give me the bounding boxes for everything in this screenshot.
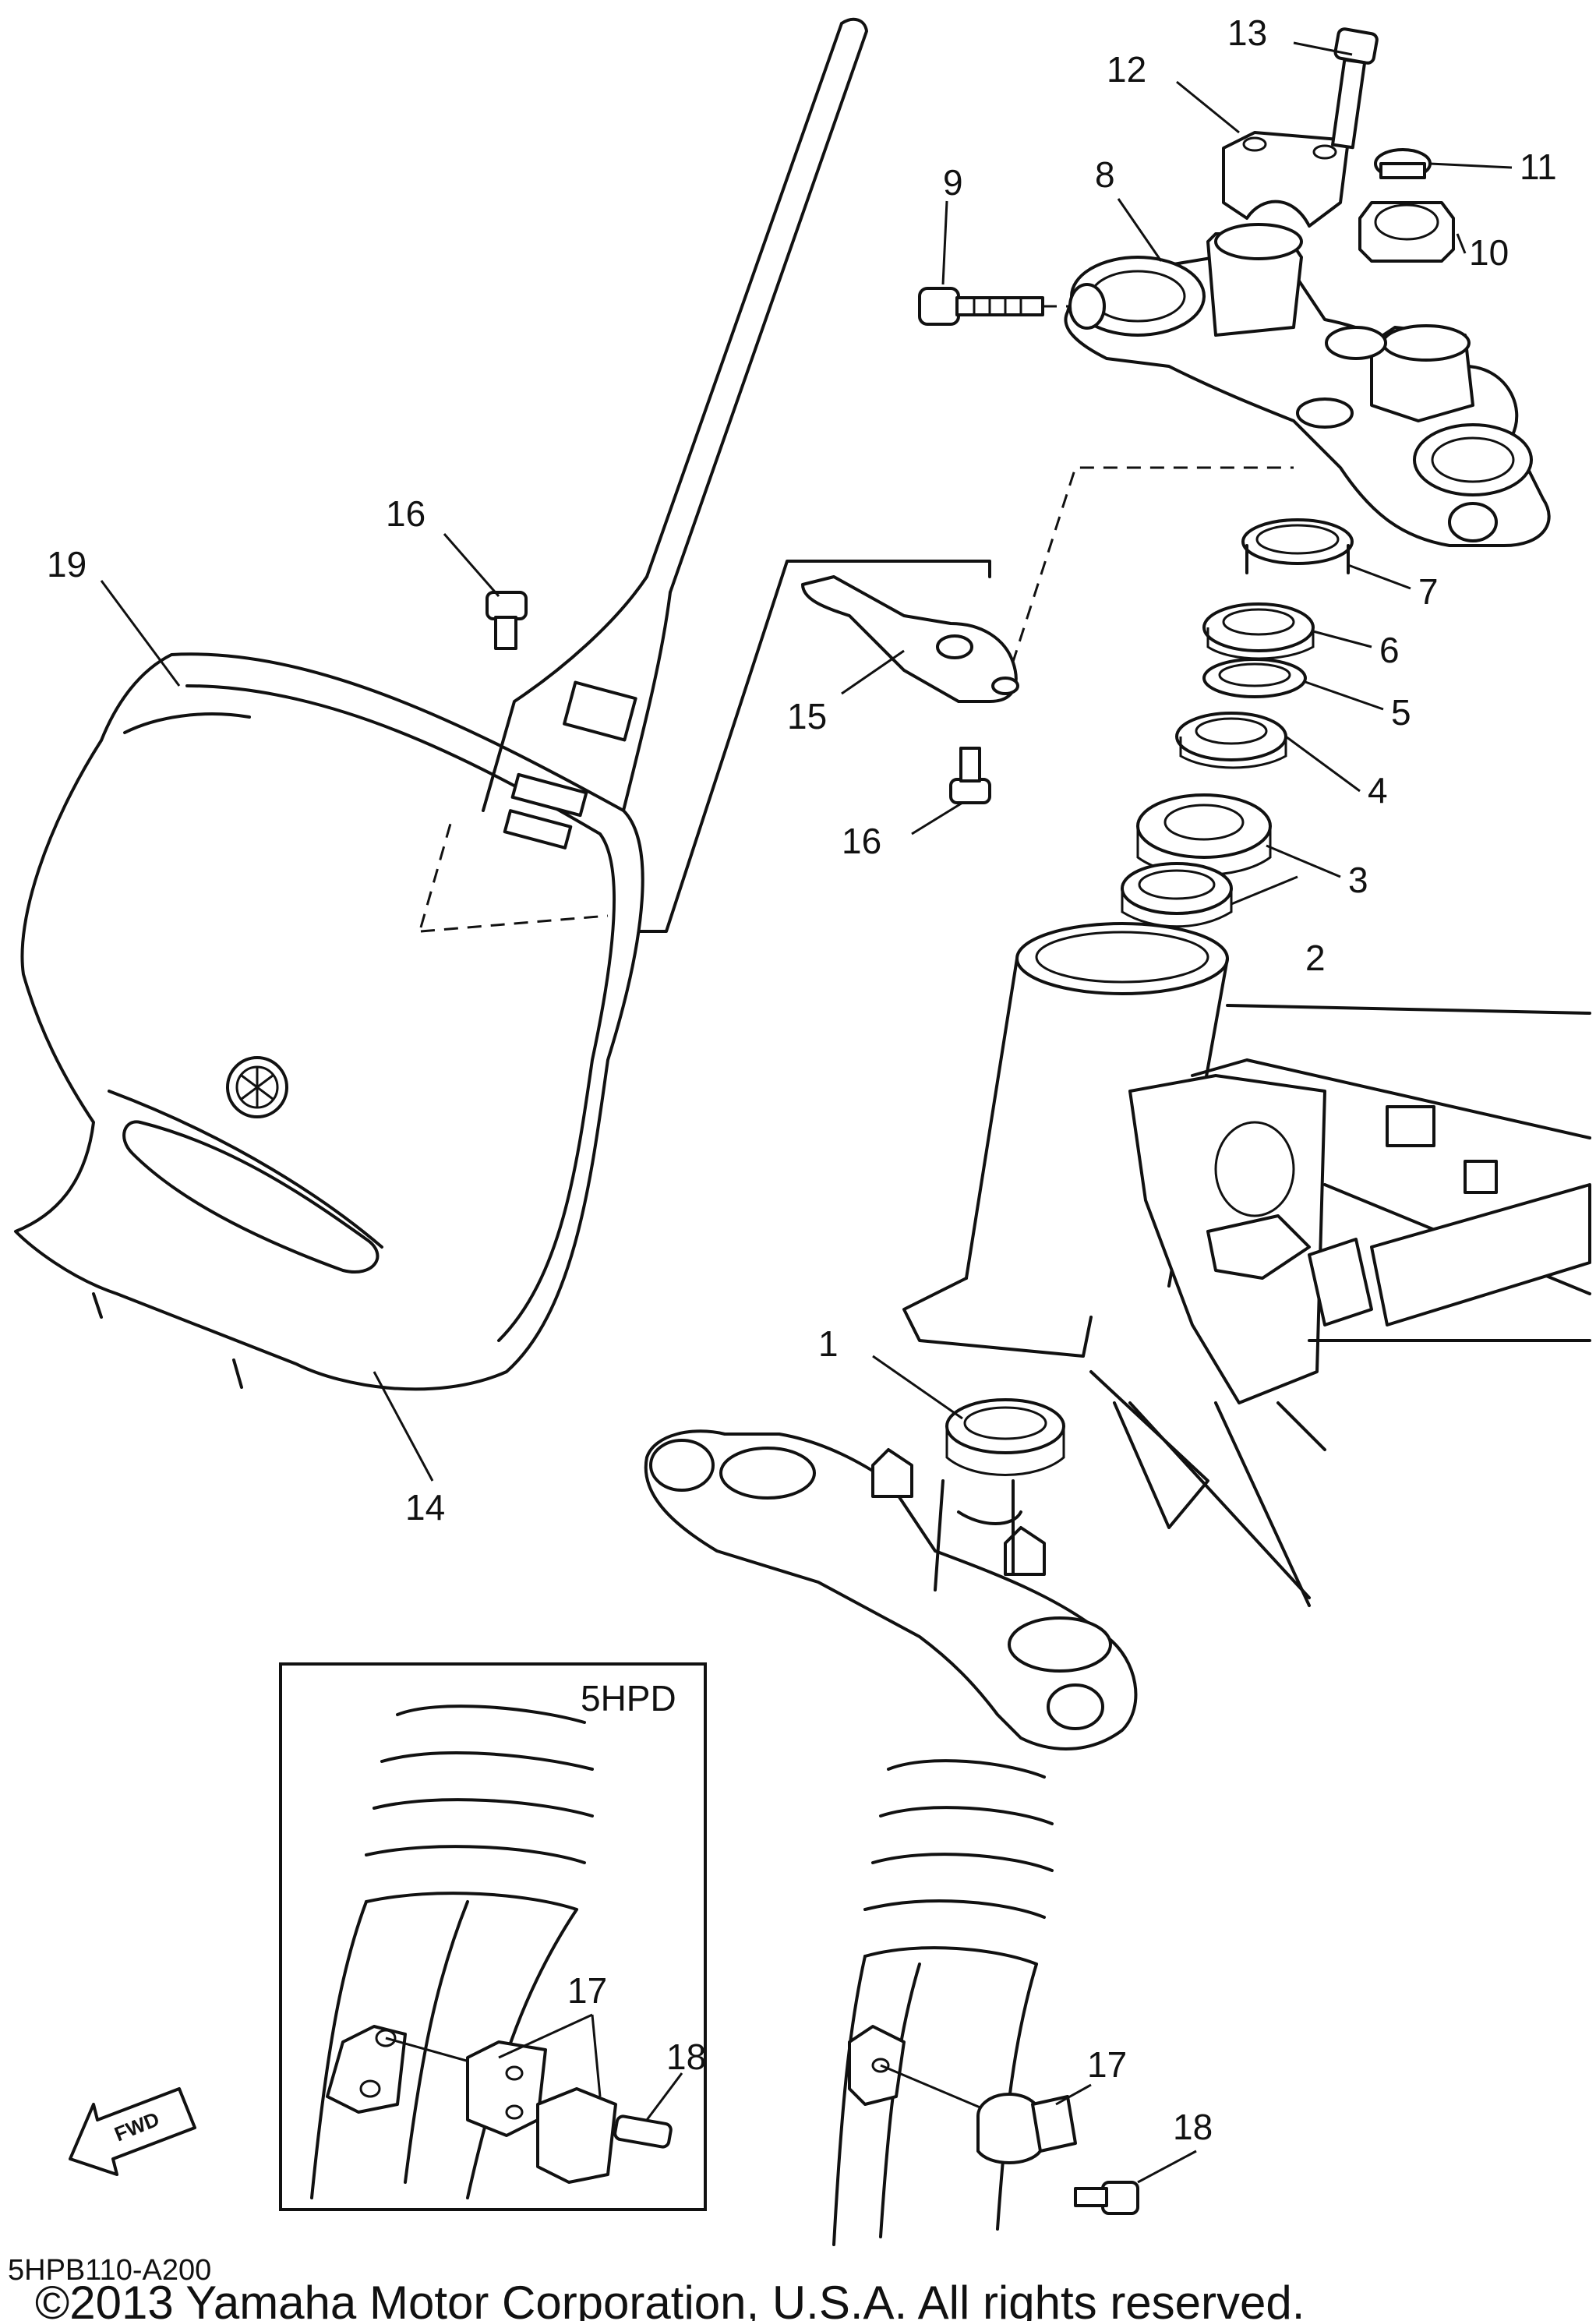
callout-10: 10 (1469, 232, 1509, 273)
callout-13: 13 (1227, 12, 1267, 53)
cap-11 (1374, 148, 1432, 179)
bracket-15 (801, 575, 1019, 703)
ring-nut-4 (1175, 712, 1287, 769)
callout-18-inset: 18 (666, 2037, 706, 2077)
callout-15: 15 (787, 696, 827, 737)
leader-lines (100, 41, 1513, 2184)
callout-17-inset: 17 (567, 1970, 607, 2011)
bolt-16-lower (949, 747, 991, 804)
callout-11: 11 (1520, 147, 1557, 187)
washer-5 (1202, 658, 1307, 698)
callout-16-upper: 16 (386, 493, 425, 534)
callout-8: 8 (1095, 154, 1115, 195)
inset-box (279, 1662, 707, 2211)
bearing-1 (945, 1398, 1065, 1476)
fwd-arrow-icon: FWD (69, 2087, 196, 2176)
frame (902, 922, 1591, 1607)
callout-1: 1 (818, 1323, 839, 1364)
under-bracket (644, 1429, 1138, 1750)
callout-3: 3 (1348, 860, 1368, 900)
callout-2: 2 (1305, 938, 1326, 978)
callout-16-lower: 16 (842, 821, 881, 861)
upper-bracket-8 (1064, 223, 1551, 547)
callout-7: 7 (1418, 571, 1439, 612)
callout-17-main: 17 (1087, 2044, 1127, 2085)
fork-main (832, 1759, 1139, 2246)
fork-inset (310, 1705, 673, 2199)
callout-18-main: 18 (1173, 2107, 1213, 2147)
bolt-13 (1331, 27, 1379, 150)
callout-14: 14 (405, 1487, 445, 1528)
callout-19: 19 (47, 544, 87, 585)
callout-12: 12 (1107, 49, 1146, 90)
washer-7 (1241, 518, 1354, 574)
callout-4: 4 (1368, 770, 1388, 811)
copyright-text: ©2013 Yamaha Motor Corporation, U.S.A. A… (35, 2277, 1305, 2321)
handlebar-holder-12 (1222, 131, 1350, 228)
diagram-code: 5HPB110-A200 (8, 2254, 211, 2287)
bolt-16-upper (486, 591, 528, 650)
bearing-2 (1121, 862, 1233, 928)
callout-6: 6 (1379, 630, 1400, 670)
number-plate (14, 17, 868, 1391)
dust-seal-3 (1136, 793, 1272, 876)
bolt-9 (918, 283, 1106, 330)
inset-label: 5HPD (581, 1678, 676, 1719)
callout-5: 5 (1391, 692, 1411, 733)
callout-9: 9 (943, 162, 963, 203)
nut-10 (1358, 201, 1455, 263)
ring-nut-6 (1202, 602, 1315, 660)
